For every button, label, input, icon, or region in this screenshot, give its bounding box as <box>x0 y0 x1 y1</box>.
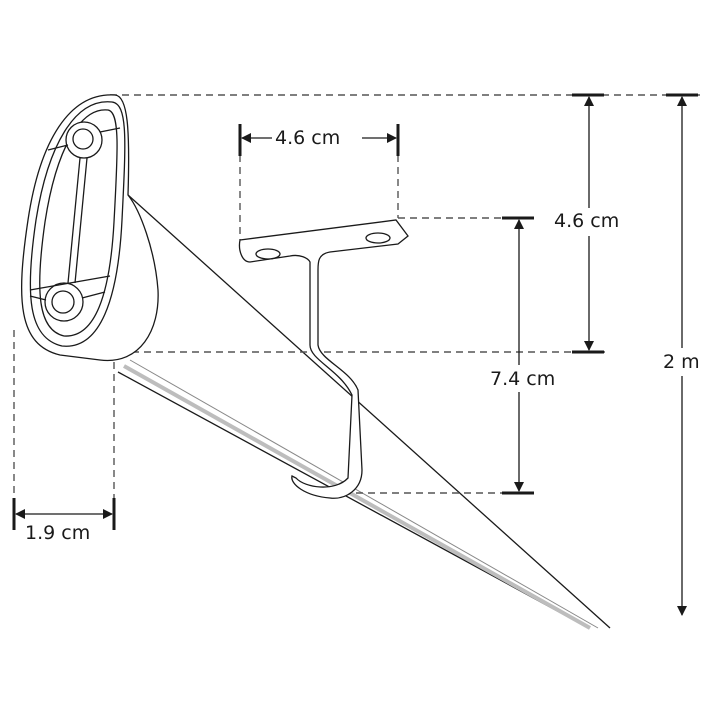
rail-thickness-label: 1.9 cm <box>22 522 94 544</box>
rail-length-label: 2 m <box>660 351 703 373</box>
ceiling-bracket <box>238 219 409 499</box>
end-support-bracket <box>21 94 159 362</box>
extension-lines <box>13 94 700 500</box>
dim-bracket-width <box>238 124 400 156</box>
dim-end-support-height <box>572 93 604 354</box>
bracket-drop-label: 7.4 cm <box>487 368 559 390</box>
dim-bracket-drop <box>502 216 534 495</box>
end-support-height-label: 4.6 cm <box>551 210 623 232</box>
rail-body <box>117 194 611 630</box>
dim-rail-thickness <box>12 498 116 530</box>
dim-rail-length <box>666 93 698 616</box>
bracket-width-label: 4.6 cm <box>272 127 344 149</box>
